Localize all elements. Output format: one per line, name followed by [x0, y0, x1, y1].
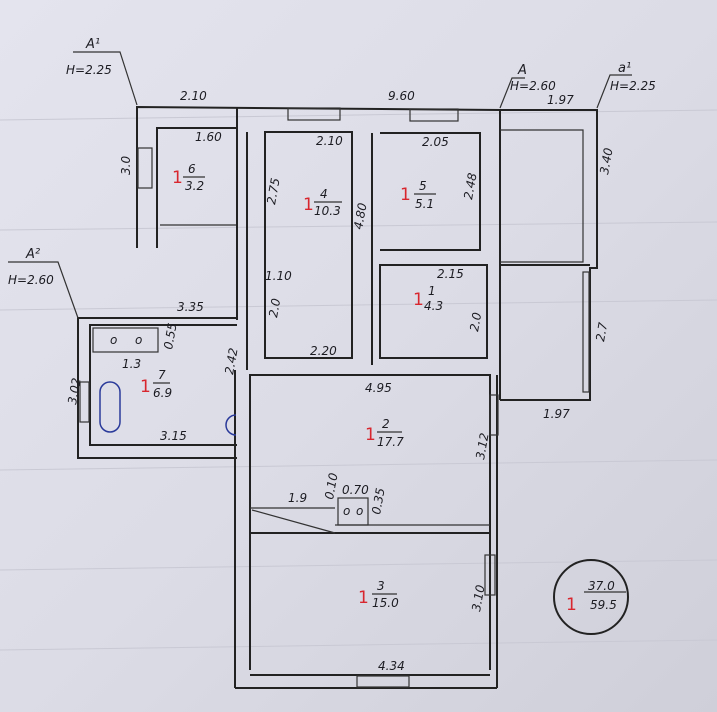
burner-icon: o	[356, 504, 363, 518]
plan-label: 1	[400, 185, 411, 205]
plan-label: 4	[320, 187, 328, 201]
paper-lines	[0, 109, 717, 651]
stove-room2: o o	[337, 497, 369, 526]
dim-r7-stove-w: 1.3	[122, 357, 141, 371]
level-letter: A	[517, 63, 527, 78]
plan-label: 17.7	[377, 435, 404, 449]
dim-r1-width: 2.15	[437, 267, 464, 281]
dim-r1-height: 2.0	[467, 311, 484, 333]
dim-r2-stove-d: 0.35	[369, 487, 387, 516]
dim-r4-side: 2.75	[264, 177, 282, 206]
plan-label: 1	[303, 195, 314, 215]
plan-label: 4.3	[424, 299, 443, 313]
dim-annex-bottom: 1.97	[543, 407, 570, 421]
level-letter: A¹	[85, 37, 100, 52]
plan-label: 1	[358, 588, 369, 608]
room-label-3: 1 3 15.0	[358, 579, 399, 610]
level-height: H=2.25	[610, 79, 656, 93]
plan-label: 3	[377, 579, 385, 593]
level-mark-a2: A² H=2.60	[8, 247, 79, 319]
plan-label: 6	[188, 162, 196, 176]
burner-icon: o	[135, 333, 142, 347]
dim-top-main: 9.60	[388, 89, 415, 103]
dim-r5-width: 2.05	[422, 135, 449, 149]
dim-r4-lower: 1.10	[265, 269, 292, 283]
dim-r6-width: 1.60	[195, 130, 222, 144]
summary-total-area: 59.5	[590, 598, 617, 612]
dim-r7-side: 2.42	[222, 347, 240, 376]
burner-icon: o	[343, 504, 350, 518]
plan-label: 15.0	[372, 596, 399, 610]
level-height: H=2.60	[8, 273, 54, 287]
level-height: H=2.25	[66, 63, 112, 77]
burner-icon: o	[110, 333, 117, 347]
plan-label: 1	[172, 168, 183, 188]
dim-r2-partition: 1.9	[288, 491, 307, 505]
dim-r7-stove-d: 0.55	[161, 322, 179, 351]
dim-top-annex: 1.97	[547, 93, 574, 107]
plan-label: 7	[158, 368, 166, 382]
dim-r3-height: 3.10	[469, 583, 487, 612]
level-letter: A²	[25, 247, 40, 262]
plan-label: 6.9	[153, 386, 172, 400]
plan-label: 10.3	[314, 204, 341, 218]
summary-living-area: 37.0	[588, 579, 615, 593]
plan-label: 2	[382, 417, 390, 431]
room-label-6: 1 6 3.2	[172, 162, 205, 193]
dim-r2-stove-w: 0.70	[342, 483, 369, 497]
dim-r7-height: 3.02	[65, 377, 83, 406]
dim-r7-bottom: 3.15	[160, 429, 187, 443]
dim-r2-height: 3.12	[473, 432, 491, 461]
plan-label: 1	[140, 377, 151, 397]
dim-r7-top: 3.35	[177, 300, 204, 314]
area-summary: 1 37.0 59.5	[553, 559, 629, 635]
dim-r2-gap: 0.10	[322, 471, 340, 500]
room-label-1: 1 1 4.3	[413, 284, 443, 313]
dim-r4-lower-h: 2.0	[266, 297, 283, 319]
dim-annex-lower: 2.7	[593, 321, 610, 343]
level-mark-a: A H=2.60	[499, 63, 556, 109]
room-label-7: 1 7 6.9	[140, 368, 172, 400]
dim-r2-width: 4.95	[365, 381, 392, 395]
dim-r4-width: 2.10	[316, 134, 343, 148]
plan-label: 5	[419, 179, 427, 193]
walls	[77, 105, 598, 689]
plan-label: 1	[413, 290, 424, 310]
dim-r4-height: 4.80	[351, 201, 369, 230]
level-mark-a1-annex: a¹ H=2.25	[596, 61, 656, 109]
room-label-4: 1 4 10.3	[303, 187, 342, 218]
bathtub-icon	[99, 381, 121, 433]
level-height: H=2.60	[510, 79, 556, 93]
dim-r4-bottom: 2.20	[310, 344, 337, 358]
dimension-labels: 2.10 9.60 1.97 1.60 3.0 2.10 2.75 4.80 1…	[65, 89, 615, 673]
room-label-2: 1 2 17.7	[365, 417, 404, 449]
dim-r3-width: 4.34	[378, 659, 405, 673]
dim-annex-upper: 3.40	[597, 146, 615, 175]
plan-label: 1	[428, 284, 436, 298]
stove-room7: o o	[92, 327, 159, 353]
dim-r6-height: 3.0	[119, 156, 133, 175]
level-mark-a1: A¹ H=2.25	[66, 37, 138, 106]
summary-floor: 1	[566, 595, 577, 615]
sink-icon	[225, 414, 237, 436]
plan-label: 1	[365, 425, 376, 445]
dim-r5-height: 2.48	[461, 171, 479, 200]
plan-label: 5.1	[415, 197, 434, 211]
plan-label: 3.2	[185, 179, 204, 193]
room-label-5: 1 5 5.1	[400, 179, 436, 211]
dim-top-left: 2.10	[180, 89, 207, 103]
level-letter: a¹	[618, 61, 631, 76]
